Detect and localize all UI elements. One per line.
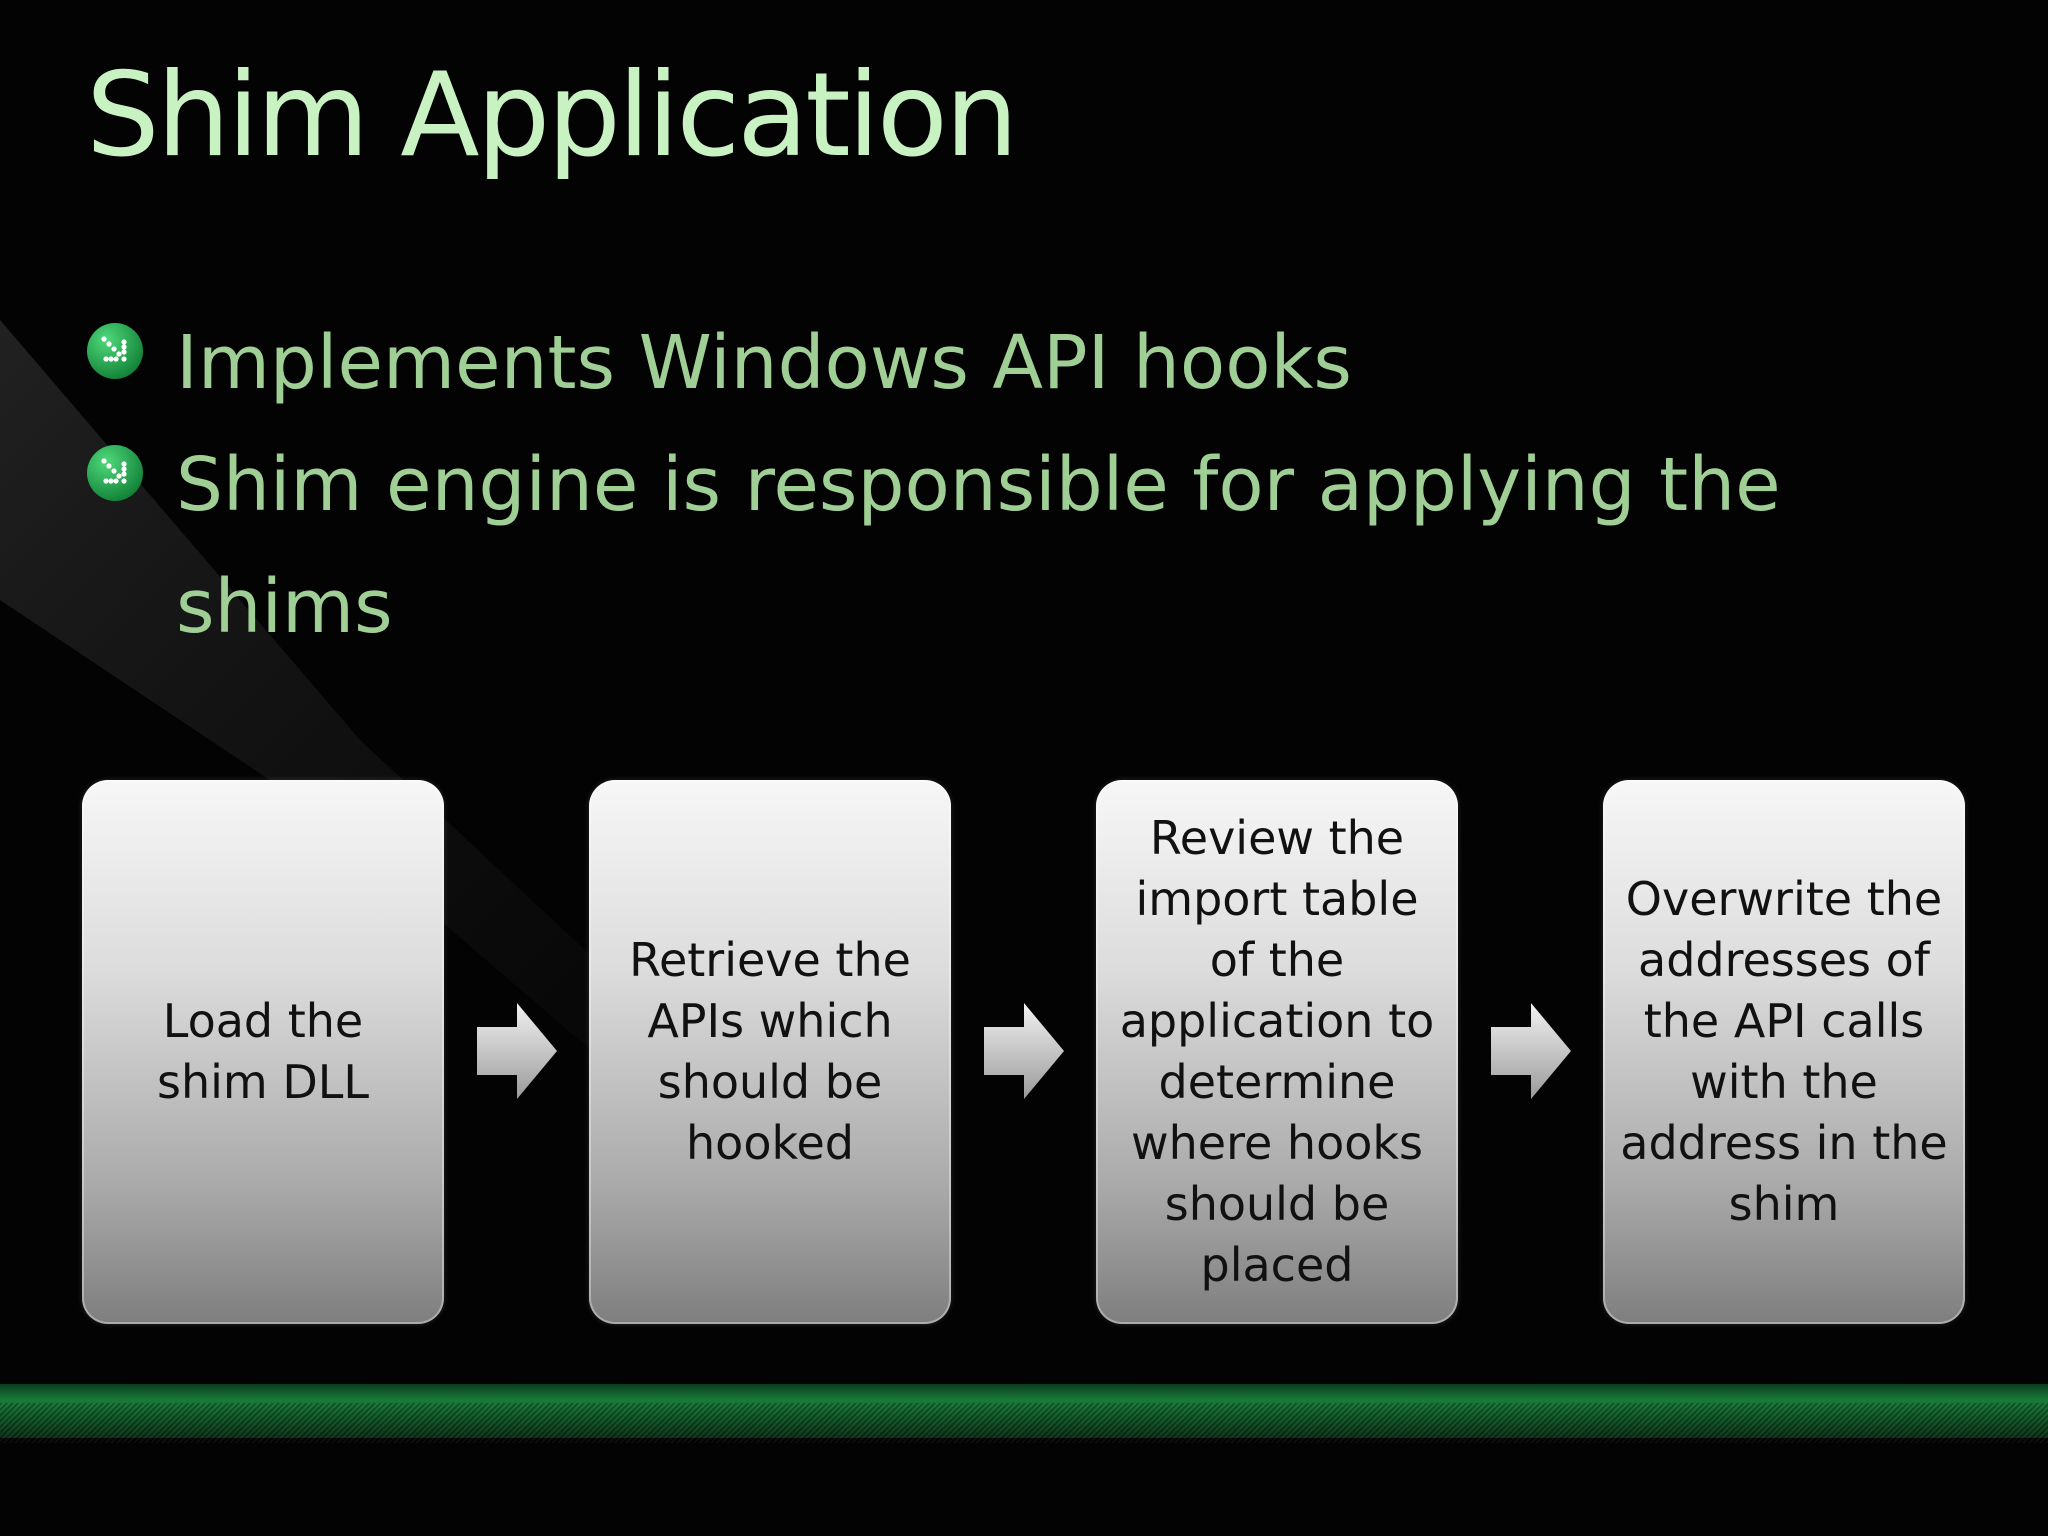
arrow-right-icon bbox=[1491, 1003, 1571, 1099]
slide-title: Shim Application bbox=[86, 48, 1018, 183]
arrow-down-right-icon bbox=[87, 323, 143, 379]
process-step-label: Review the import table of the applicati… bbox=[1119, 811, 1435, 1292]
bullet-item: Shim engine is responsible for applying … bbox=[86, 424, 1956, 668]
process-step-overwrite-addresses: Overwrite the addresses of the API calls… bbox=[1603, 780, 1965, 1324]
process-step-review-import-table: Review the import table of the applicati… bbox=[1096, 780, 1458, 1324]
footer-texture bbox=[0, 1403, 2048, 1443]
process-step-label: Retrieve the APIs which should be hooked bbox=[629, 933, 911, 1170]
arrow-right-icon bbox=[477, 1003, 557, 1099]
bullet-text: Shim engine is responsible for applying … bbox=[176, 442, 1781, 650]
process-step-retrieve-apis: Retrieve the APIs which should be hooked bbox=[589, 780, 951, 1324]
bullet-text: Implements Windows API hooks bbox=[176, 320, 1352, 406]
process-step-load-dll: Load the shim DLL bbox=[82, 780, 444, 1324]
footer-band bbox=[0, 1384, 2048, 1438]
arrow-right-icon bbox=[984, 1003, 1064, 1099]
bullet-item: Implements Windows API hooks bbox=[86, 302, 1956, 424]
arrow-down-right-icon bbox=[87, 445, 143, 501]
process-step-label: Load the shim DLL bbox=[156, 994, 369, 1109]
process-step-label: Overwrite the addresses of the API calls… bbox=[1620, 872, 1948, 1231]
